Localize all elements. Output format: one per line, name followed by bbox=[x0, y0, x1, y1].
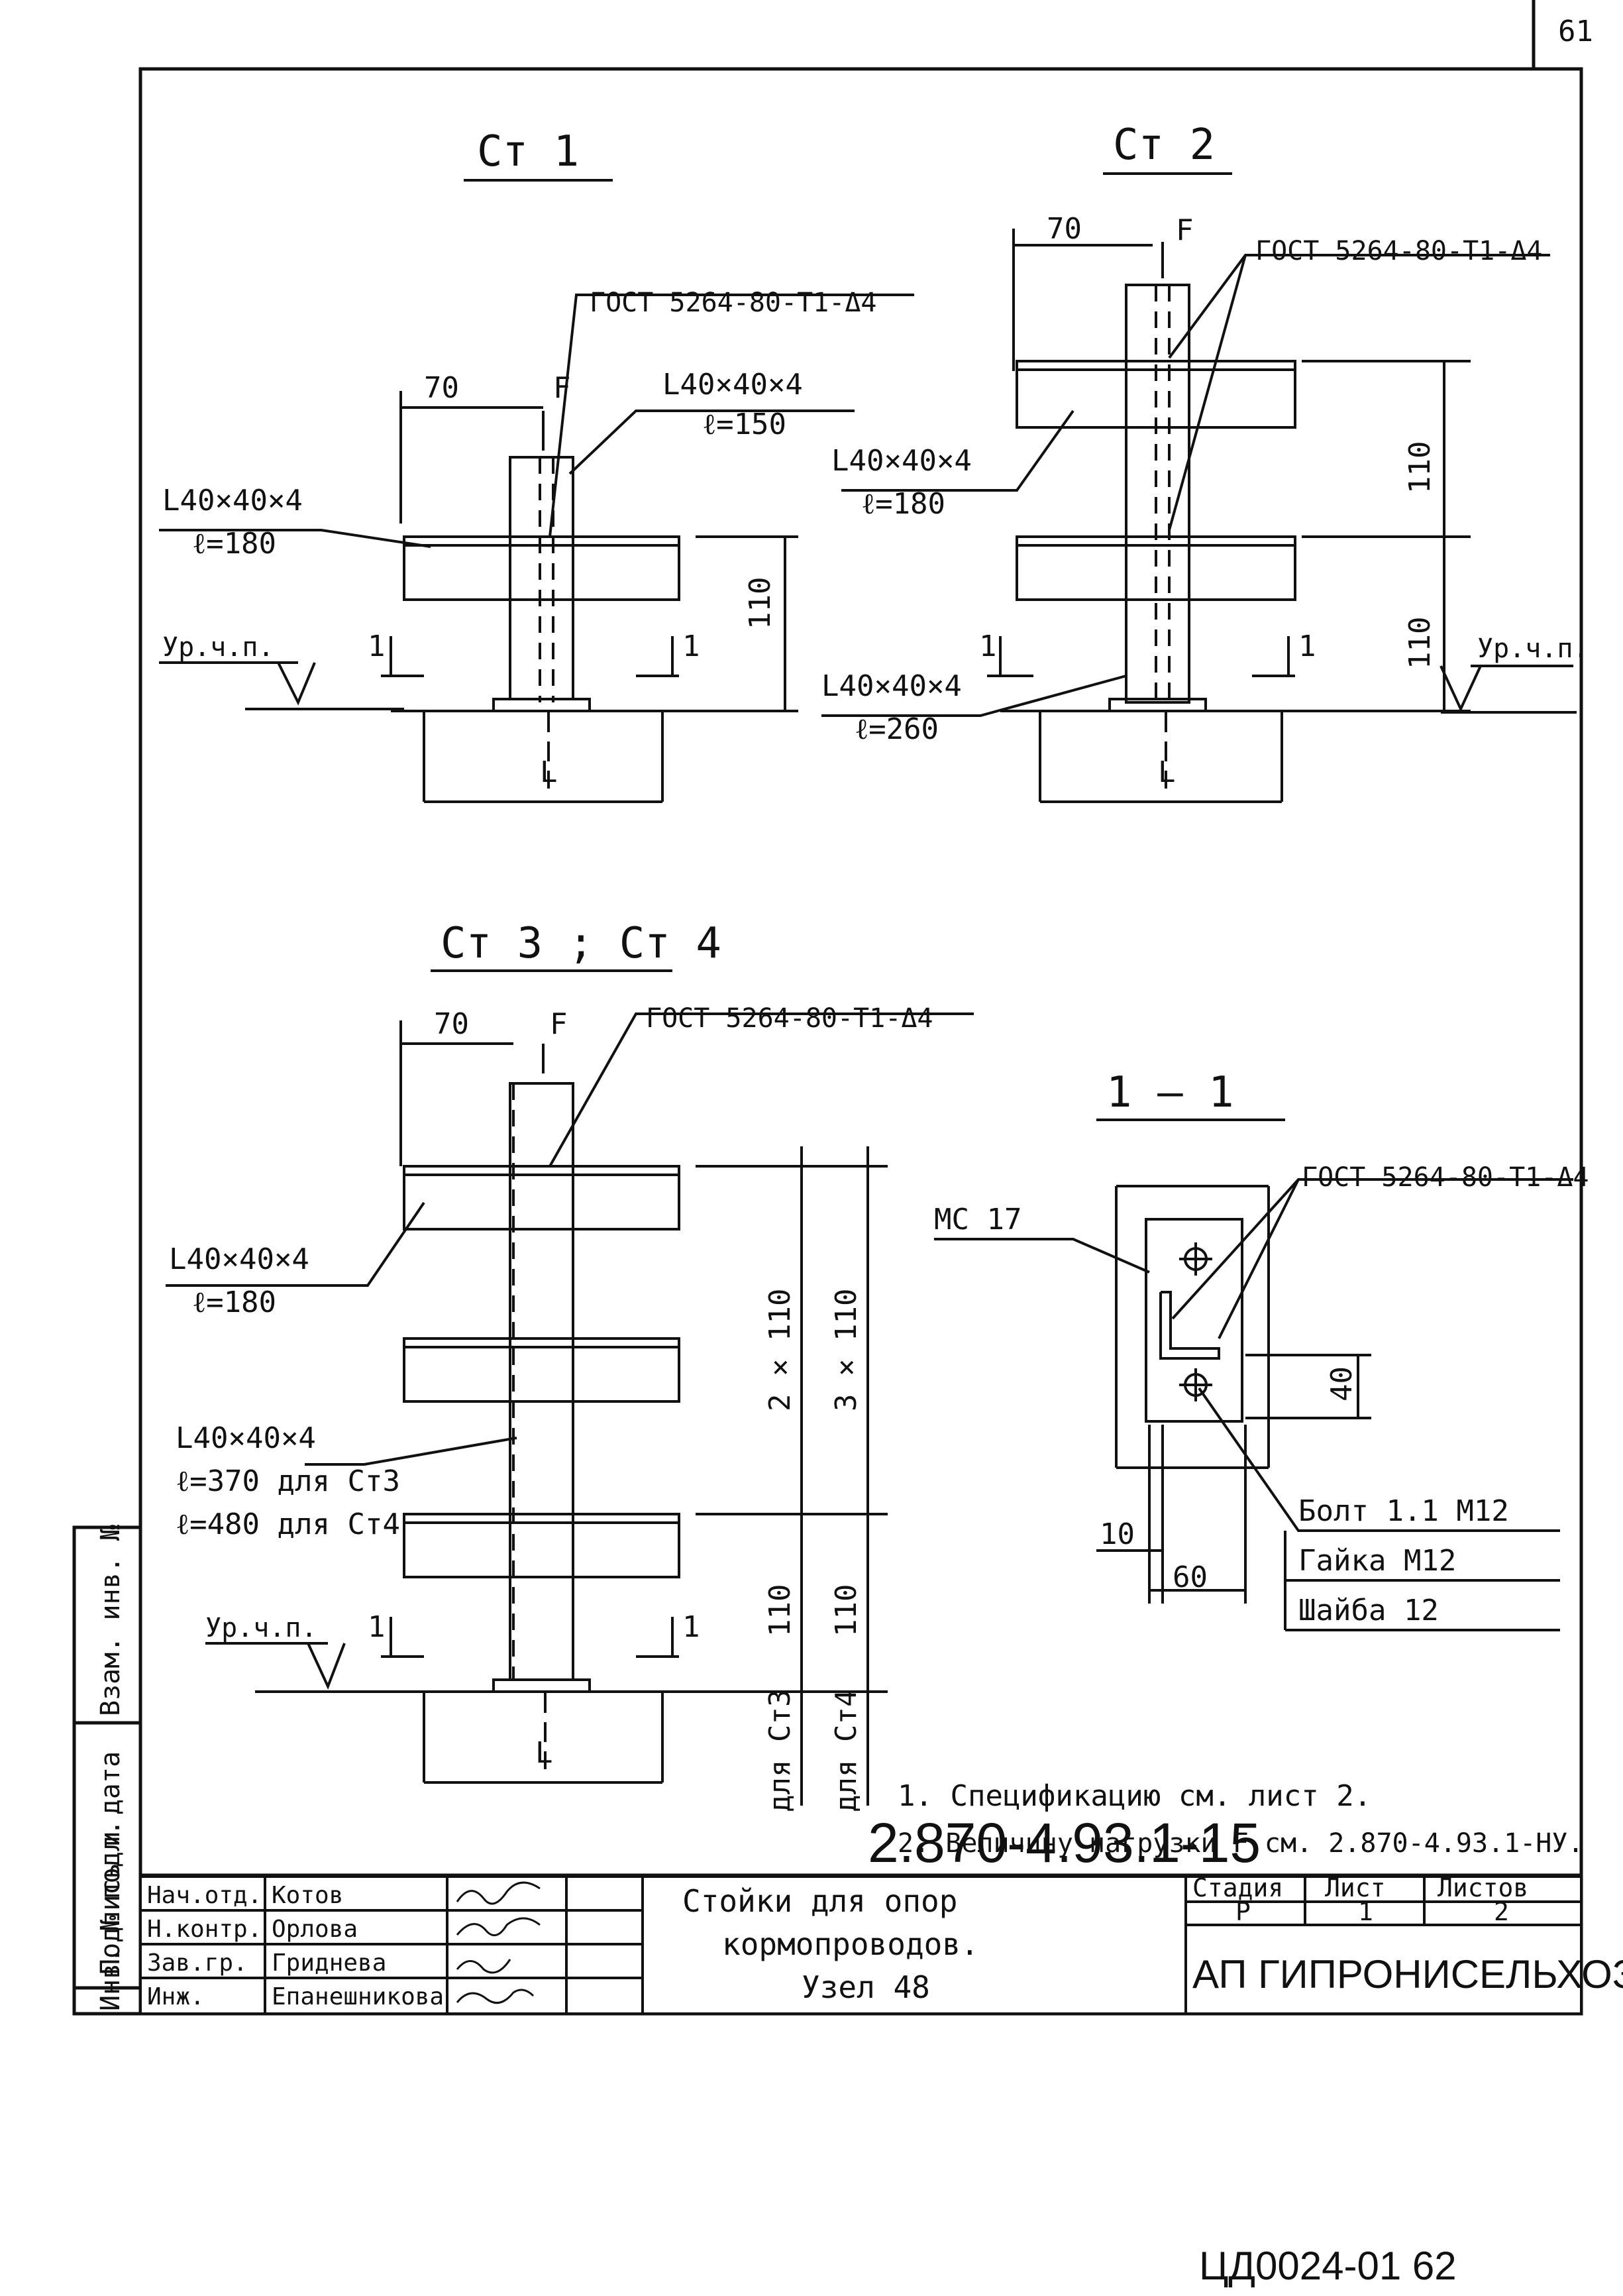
view-st2: Ст 2 bbox=[821, 121, 1577, 803]
st1-angle-top-len: ℓ=150 bbox=[702, 408, 786, 441]
st34-section-mark-left: 1 bbox=[368, 1610, 386, 1644]
st34-angle-b: L40×40×4 bbox=[176, 1421, 316, 1455]
st1-title: Ст 1 bbox=[477, 127, 579, 176]
st34-for-st3: для Ст3 bbox=[763, 1690, 797, 1812]
st34-force: F bbox=[550, 1007, 568, 1041]
st1-gost: ГОСТ 5264-80-Т1-Δ4 bbox=[590, 288, 876, 318]
st1-dim-70: 70 bbox=[424, 371, 459, 405]
doc-code: 2.870-4.93.1-15 bbox=[868, 1812, 1261, 1874]
section-dim-60: 60 bbox=[1173, 1560, 1208, 1594]
staff-role-1: Нач.отд. bbox=[147, 1882, 262, 1909]
st2-angle-a-len: ℓ=180 bbox=[861, 487, 945, 521]
st34-dim-70: 70 bbox=[434, 1007, 469, 1041]
st1-footing-label: L bbox=[540, 755, 558, 789]
doc-name-line-2: кормопроводов. bbox=[722, 1926, 979, 1962]
sheet-header: Лист bbox=[1325, 1873, 1386, 1902]
section-title: 1 — 1 bbox=[1106, 1068, 1234, 1117]
st34-title: Ст 3 ; Ст 4 bbox=[441, 919, 721, 968]
st2-footing-label: L bbox=[1158, 755, 1176, 789]
st34-angle-b-len-st3: ℓ=370 для Ст3 bbox=[176, 1464, 400, 1498]
st1-dim-110: 110 bbox=[743, 577, 777, 629]
section-dim-10: 10 bbox=[1100, 1517, 1135, 1551]
section-nut: Гайка М12 bbox=[1298, 1544, 1456, 1578]
sheets-header: Листов bbox=[1438, 1873, 1528, 1902]
st2-gost: ГОСТ 5264-80-Т1-Δ4 bbox=[1255, 236, 1542, 266]
st34-footing-label: L bbox=[535, 1736, 553, 1770]
st34-level: Ур.ч.п. bbox=[205, 1613, 317, 1643]
stage-value: Р bbox=[1235, 1897, 1251, 1926]
stage-header: Стадия bbox=[1192, 1873, 1283, 1902]
section-dim-40: 40 bbox=[1325, 1366, 1359, 1401]
st2-angle-a: L40×40×4 bbox=[831, 444, 972, 478]
st2-section-mark-left: 1 bbox=[979, 629, 997, 663]
st2-dim-110-a: 110 bbox=[1403, 441, 1437, 494]
doc-name-line-1: Стойки для опор bbox=[682, 1883, 957, 1919]
stamp-signature-date: Подпись и дата bbox=[95, 1751, 126, 1975]
st1-angle-top: L40×40×4 bbox=[662, 368, 803, 402]
sheet-value: 1 bbox=[1358, 1897, 1373, 1926]
st1-angle-side: L40×40×4 bbox=[162, 484, 303, 518]
st2-force: F bbox=[1176, 213, 1194, 247]
note-2: 2. Величину нагрузки F см. 2.870-4.93.1-… bbox=[898, 1828, 1584, 1859]
staff-name-3: Гриднева bbox=[272, 1949, 386, 1977]
st34-dim-2x110: 2 × 110 bbox=[763, 1289, 797, 1411]
section-gost: ГОСТ 5264-80-Т1-Δ4 bbox=[1302, 1162, 1589, 1193]
view-st1: Ст 1 bbox=[159, 127, 914, 803]
st2-section-mark-right: 1 bbox=[1298, 629, 1316, 663]
notes: 1. Спецификацию см. лист 2. 2. Величину … bbox=[898, 1779, 1584, 1859]
st1-section-mark-right: 1 bbox=[682, 629, 700, 663]
st34-angle-a: L40×40×4 bbox=[169, 1242, 309, 1276]
st34-gost: ГОСТ 5264-80-Т1-Δ4 bbox=[646, 1003, 933, 1034]
st2-level: Ур.ч.п. bbox=[1477, 633, 1589, 664]
staff-name-1: Котов bbox=[272, 1882, 343, 1909]
st2-title: Ст 2 bbox=[1113, 121, 1215, 170]
st2-dim-70: 70 bbox=[1047, 212, 1082, 246]
footer-code: ЦД0024-01 62 bbox=[1199, 2244, 1457, 2288]
section-bolt: Болт 1.1 М12 bbox=[1298, 1494, 1509, 1528]
doc-name-line-3: Узел 48 bbox=[802, 1969, 930, 2005]
staff-name-4: Епанешникова bbox=[272, 1983, 444, 2010]
st34-dim-110-b: 110 bbox=[829, 1584, 863, 1637]
stamp-inv-vzam: Взам. инв. № bbox=[95, 1525, 126, 1716]
view-section-1-1: 1 — 1 bbox=[934, 1068, 1573, 1631]
staff-name-2: Орлова bbox=[272, 1916, 358, 1943]
staff-role-3: Зав.гр. bbox=[147, 1949, 248, 1977]
st34-section-mark-right: 1 bbox=[682, 1610, 700, 1644]
st2-angle-b-len: ℓ=260 bbox=[855, 712, 939, 746]
st1-angle-side-len: ℓ=180 bbox=[192, 527, 276, 561]
organization: АП ГИПРОНИСЕЛЬХОЗ bbox=[1192, 1952, 1623, 1996]
staff-role-4: Инж. bbox=[147, 1983, 205, 2010]
stamp-inv-podl: Инв. № подл. bbox=[95, 1820, 126, 2011]
note-1: 1. Спецификацию см. лист 2. bbox=[898, 1779, 1371, 1813]
view-st34: Ст 3 ; Ст 4 bbox=[166, 919, 974, 1806]
st2-angle-b: L40×40×4 bbox=[821, 669, 962, 703]
sheets-value: 2 bbox=[1494, 1897, 1509, 1926]
st1-force: F bbox=[553, 371, 571, 405]
st34-for-st4: для Ст4 bbox=[829, 1690, 863, 1812]
st1-level: Ур.ч.п. bbox=[162, 632, 274, 663]
section-plate-label: МС 17 bbox=[934, 1203, 1021, 1236]
st1-section-mark-left: 1 bbox=[368, 629, 386, 663]
st34-angle-b-len-st4: ℓ=480 для Ст4 bbox=[176, 1507, 400, 1541]
left-stamp bbox=[72, 1525, 142, 2016]
staff-role-2: Н.контр. bbox=[147, 1916, 262, 1943]
st2-dim-110-b: 110 bbox=[1403, 617, 1437, 669]
signatures bbox=[456, 1881, 541, 2004]
section-washer: Шайба 12 bbox=[1298, 1594, 1439, 1627]
st34-dim-110-a: 110 bbox=[763, 1584, 797, 1637]
st34-angle-a-len: ℓ=180 bbox=[192, 1285, 276, 1319]
page-number: 61 bbox=[1558, 15, 1593, 48]
st34-dim-3x110: 3 × 110 bbox=[829, 1289, 863, 1411]
